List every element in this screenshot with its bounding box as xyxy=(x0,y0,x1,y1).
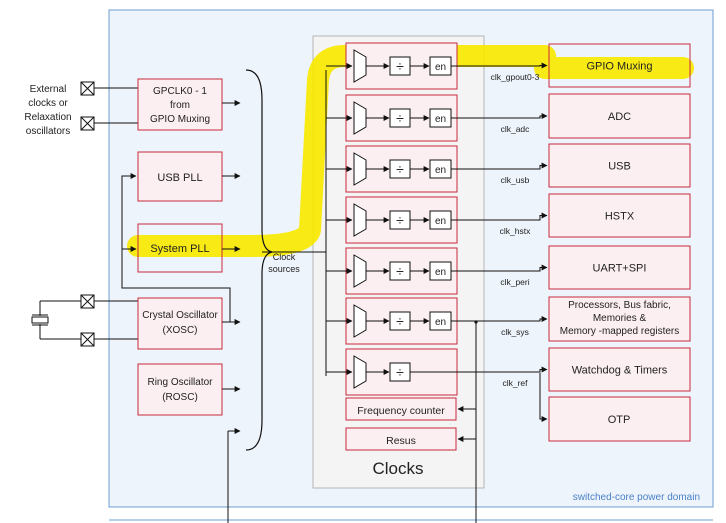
generator-row: ÷ en clk_sys Processors, Bus fabric, Memorie… xyxy=(326,296,691,345)
external-input-label: External clocks or Relaxation oscillator… xyxy=(24,84,71,137)
gpclk-label-3: GPIO Muxing xyxy=(150,114,210,125)
divider-symbol: ÷ xyxy=(396,212,404,228)
clk-ref-to-otp-line xyxy=(539,373,548,422)
frequency-counter-label: Frequency counter xyxy=(357,405,445,417)
mux-icon xyxy=(353,101,367,135)
destination-box xyxy=(548,245,691,290)
generator-row: ÷ en clk_hstx HSTX xyxy=(326,193,691,244)
otp-label: OTP xyxy=(608,414,631,426)
svg-text:External: External xyxy=(30,84,67,95)
generator-row: ÷ clk_ref Watchdog & Timers xyxy=(326,347,691,396)
mux-icon xyxy=(353,304,367,338)
enable-label: en xyxy=(435,216,446,227)
crystal-icon xyxy=(31,300,81,340)
destination-label: ADC xyxy=(608,111,631,123)
generator-row: ÷ en clk_peri UART+SPI xyxy=(326,245,691,295)
destination-label: UART+SPI xyxy=(593,263,647,275)
divider-symbol: ÷ xyxy=(396,364,404,380)
ext-pin-1 xyxy=(80,81,95,96)
output-arrow xyxy=(451,62,548,69)
svg-text:Relaxation: Relaxation xyxy=(24,112,71,123)
enable-label: en xyxy=(435,114,446,125)
mux-icon xyxy=(353,152,367,186)
signal-label: clk_sys xyxy=(501,327,529,337)
gpclk-label-2: from xyxy=(170,100,190,111)
destination-label: Memories & xyxy=(593,313,647,324)
power-domain-label: switched-core power domain xyxy=(573,492,700,503)
clock-sources-label-2: sources xyxy=(268,264,300,274)
divider-symbol: ÷ xyxy=(396,263,404,279)
generator-row: ÷ en clk_usb USB xyxy=(326,143,691,193)
output-arrow xyxy=(451,162,548,170)
destination-label: Watchdog & Timers xyxy=(572,365,668,377)
output-arrow xyxy=(451,264,548,272)
enable-label: en xyxy=(435,165,446,176)
clocks-title: Clocks xyxy=(372,459,423,478)
mux-icon xyxy=(353,254,367,288)
output-arrow xyxy=(410,366,548,373)
divider-symbol: ÷ xyxy=(396,161,404,177)
divider-symbol: ÷ xyxy=(396,110,404,126)
svg-text:oscillators: oscillators xyxy=(26,126,70,137)
destination-label: GPIO Muxing xyxy=(586,61,652,73)
signal-label: clk_gpout0-3 xyxy=(491,72,540,82)
xosc-label-2: (XOSC) xyxy=(163,325,198,336)
signal-label: clk_ref xyxy=(502,378,528,388)
ext-pin-2 xyxy=(80,116,95,131)
generator-row: ÷ en clk_gpout0-3 GPIO Muxing xyxy=(326,42,691,90)
mux-icon xyxy=(353,49,367,83)
destination-label: HSTX xyxy=(605,211,635,223)
destination-label: USB xyxy=(608,161,631,173)
generator-row: ÷ en clk_adc ADC xyxy=(326,93,691,142)
xosc-pin-1 xyxy=(80,294,95,309)
resus-label: Resus xyxy=(386,435,416,447)
usb-pll-label: USB PLL xyxy=(157,172,202,184)
svg-text:clocks or: clocks or xyxy=(28,98,68,109)
clock-sources-label-1: Clock xyxy=(273,252,296,262)
enable-label: en xyxy=(435,267,446,278)
destination-box xyxy=(548,347,691,392)
xosc-pin-2 xyxy=(80,332,95,347)
destination-box xyxy=(548,193,691,238)
output-arrow xyxy=(451,113,548,119)
gpclk-label-1: GPCLK0 - 1 xyxy=(153,86,207,97)
xosc-box: Crystal Oscillator (XOSC) xyxy=(137,297,223,350)
highlight-stroke xyxy=(127,45,694,257)
output-arrow xyxy=(451,316,548,322)
gpclk-source-box: GPCLK0 - 1 from GPIO Muxing xyxy=(137,78,223,131)
destination-box xyxy=(548,93,691,139)
frequency-counter-box: Frequency counter xyxy=(345,397,457,421)
destination-label: Processors, Bus fabric, xyxy=(568,300,671,311)
destination-box xyxy=(548,43,691,88)
divider-symbol: ÷ xyxy=(396,313,404,329)
rosc-label-1: Ring Oscillator xyxy=(147,377,213,388)
divider-symbol: ÷ xyxy=(396,58,404,74)
destination-box xyxy=(548,143,691,188)
signal-label: clk_usb xyxy=(501,175,530,185)
signal-label: clk_adc xyxy=(501,124,531,134)
xosc-label-1: Crystal Oscillator xyxy=(142,310,218,321)
destination-box xyxy=(548,296,691,342)
destination-label: Memory -mapped registers xyxy=(560,326,679,337)
system-pll-box: System PLL xyxy=(137,223,223,273)
system-pll-label: System PLL xyxy=(150,243,209,255)
signal-label: clk_peri xyxy=(500,277,529,287)
mux-icon xyxy=(353,355,367,389)
mux-icon xyxy=(353,203,367,237)
clk-sys-tap-dot xyxy=(474,320,478,324)
resus-box: Resus xyxy=(345,427,457,451)
otp-box: OTP xyxy=(548,396,691,442)
rosc-label-2: (ROSC) xyxy=(162,392,198,403)
rosc-box: Ring Oscillator (ROSC) xyxy=(137,363,223,416)
enable-label: en xyxy=(435,62,446,73)
usb-pll-box: USB PLL xyxy=(137,151,223,202)
signal-label: clk_hstx xyxy=(500,226,531,236)
xosc-to-usb-pll-line xyxy=(121,173,231,322)
output-arrow xyxy=(451,212,548,221)
enable-label: en xyxy=(435,317,446,328)
